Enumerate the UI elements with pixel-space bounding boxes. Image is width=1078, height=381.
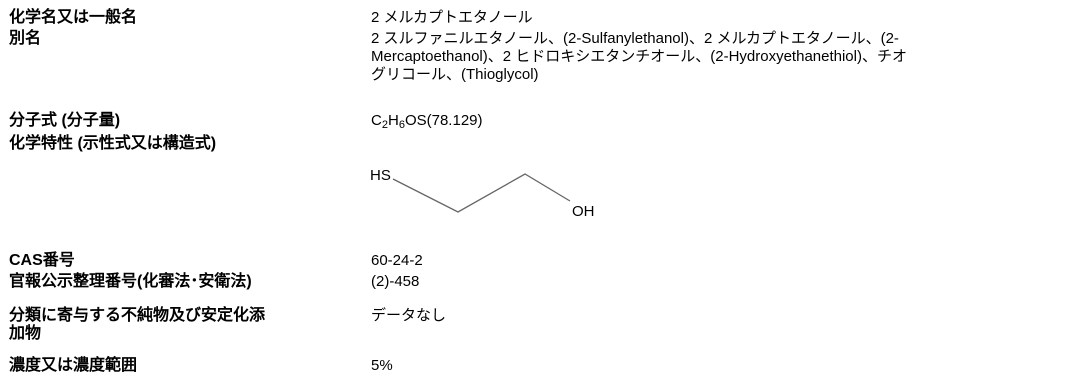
chem-name-value: 2 メルカプトエタノール <box>371 9 533 26</box>
formula-h-count: 6 <box>398 119 405 131</box>
structure-bonds <box>392 173 571 213</box>
formula-c-count: 2 <box>381 119 388 131</box>
impurities-label-line-1: 分類に寄与する不純物及び安定化添 <box>9 307 266 324</box>
formula-value: C2H6OS(78.129) <box>371 112 1071 131</box>
alias-line-3: グリコール、(Thioglycol) <box>371 66 539 83</box>
alias-line-1: 2 スルファニルエタノール、(2-Sulfanylethanol)、2 メルカプ… <box>371 30 899 47</box>
chem-name-label: 化学名又は一般名 <box>9 9 138 26</box>
formula-c: C <box>371 112 382 129</box>
concentration-label: 濃度又は濃度範囲 <box>9 357 138 374</box>
alias-label: 別名 <box>9 30 42 47</box>
structure-hs-label: HS <box>370 167 391 184</box>
formula-weight: (78.129) <box>426 112 483 129</box>
formula-label: 分子式 (分子量) <box>9 112 121 129</box>
cas-label: CAS番号 <box>9 252 75 269</box>
impurities-label: 分類に寄与する不純物及び安定化添 加物 <box>9 307 364 343</box>
structural-formula: HS OH <box>370 167 595 220</box>
concentration-value: 5% <box>371 357 393 374</box>
structure-label: 化学特性 (示性式又は構造式) <box>9 135 217 152</box>
structure-oh-label: OH <box>572 203 595 220</box>
gazette-label: 官報公示整理番号(化審法･安衛法) <box>9 273 252 290</box>
alias-line-2: Mercaptoethanol)、2 ヒドロキシエタンチオール、(2-Hydro… <box>371 48 907 65</box>
gazette-value: (2)-458 <box>371 273 420 290</box>
impurities-value: データなし <box>371 307 447 324</box>
alias-value: 2 スルファニルエタノール、(2-Sulfanylethanol)、2 メルカプ… <box>371 30 1071 84</box>
impurities-label-line-2: 加物 <box>9 325 42 342</box>
formula-h: H <box>387 112 399 129</box>
cas-value: 60-24-2 <box>371 252 423 269</box>
formula-rest: OS <box>404 112 427 129</box>
